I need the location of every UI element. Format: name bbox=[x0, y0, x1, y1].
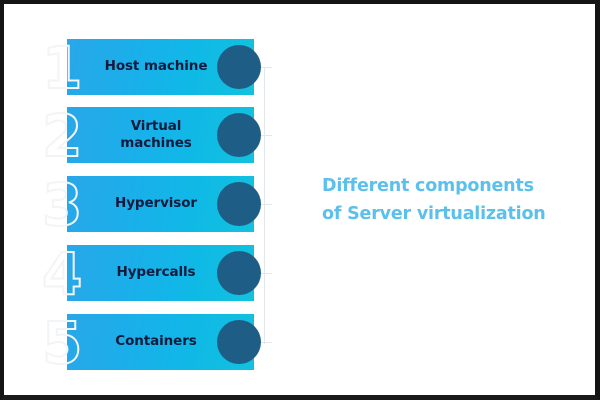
component-number-2: 2 bbox=[41, 102, 83, 170]
headline: Different components of Server virtualiz… bbox=[322, 172, 584, 229]
component-number-1: 1 bbox=[41, 34, 83, 102]
connector-vertical-line bbox=[264, 67, 265, 344]
component-number-5: 5 bbox=[41, 309, 83, 377]
component-label-5: Containers bbox=[115, 333, 197, 350]
component-row-1[interactable]: 1 Host machine bbox=[41, 34, 261, 102]
component-dot-5 bbox=[217, 320, 261, 364]
component-row-4[interactable]: 4 Hypercalls bbox=[41, 240, 261, 308]
component-row-5[interactable]: 5 Containers bbox=[41, 309, 261, 377]
component-dot-4 bbox=[217, 251, 261, 295]
component-dot-1 bbox=[217, 45, 261, 89]
component-number-3: 3 bbox=[41, 171, 83, 239]
component-label-3: Hypervisor bbox=[115, 195, 197, 212]
component-row-3[interactable]: 3 Hypervisor bbox=[41, 171, 261, 239]
component-number-4: 4 bbox=[41, 240, 83, 308]
component-label-1: Host machine bbox=[104, 58, 208, 75]
headline-line-1: Different components bbox=[322, 176, 534, 196]
component-dot-3 bbox=[217, 182, 261, 226]
headline-line-2: of Server virtualization bbox=[322, 204, 546, 225]
component-dot-2 bbox=[217, 113, 261, 157]
component-label-4: Hypercalls bbox=[116, 264, 196, 281]
